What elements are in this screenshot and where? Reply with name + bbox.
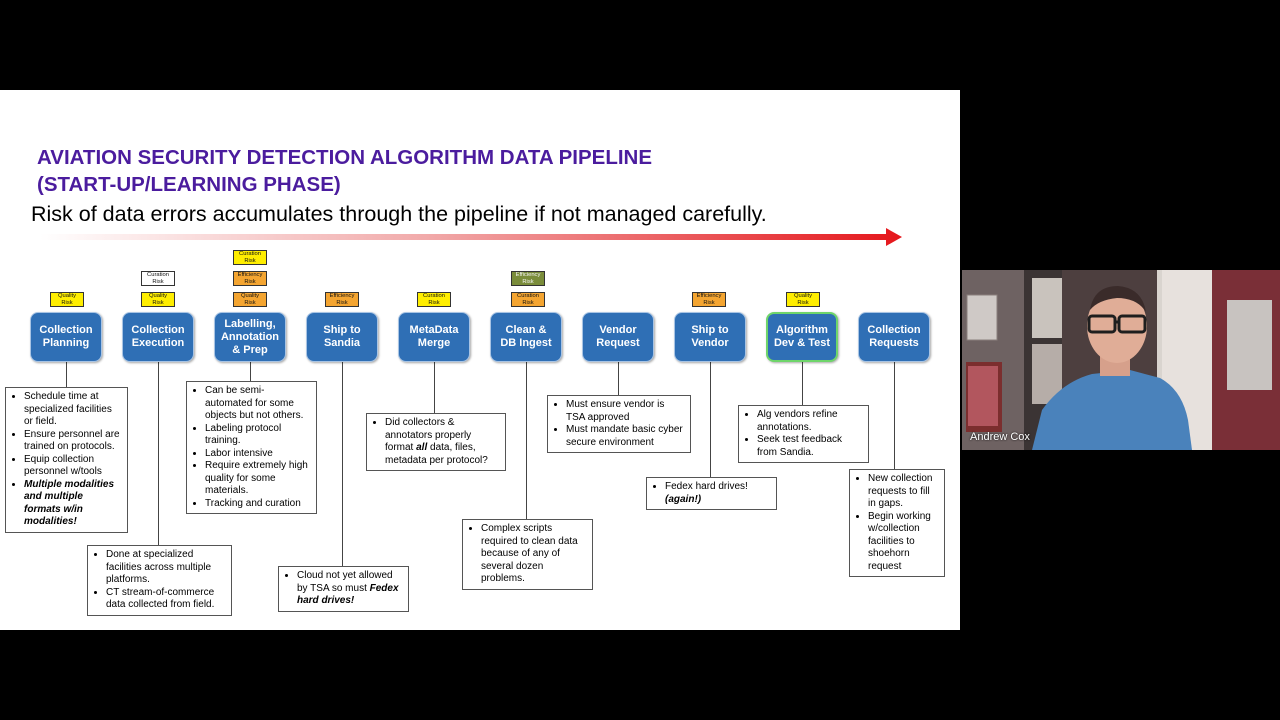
step-collection-planning: Collection Planning [30, 312, 102, 362]
connector-requests [894, 362, 895, 469]
note-ship-to-sandia: Cloud not yet allowed by TSA so must Fed… [278, 566, 409, 612]
step-metadata-merge: MetaData Merge [398, 312, 470, 362]
risk-tag-metadata-curation: Curation Risk [417, 292, 451, 307]
note-item: Labeling protocol training. [205, 423, 310, 448]
connector-ship-sandia [342, 362, 343, 566]
note-emphasis: Fedex hard drives! [297, 582, 399, 607]
step-vendor-request: Vendor Request [582, 312, 654, 362]
presentation-slide: AVIATION SECURITY DETECTION ALGORITHM DA… [0, 90, 960, 630]
participant-name-label: Andrew Cox [970, 431, 1030, 443]
note-item: Fedex hard drives!(again!) [665, 481, 770, 506]
connector-vendor-request [618, 362, 619, 395]
slide-title-line-2: (START-UP/LEARNING PHASE) [37, 173, 341, 196]
note-text: Cloud not yet allowed by TSA so must [297, 570, 393, 594]
risk-tag-ship-vendor-efficiency: Efficiency Risk [692, 292, 726, 307]
note-algorithm-dev-test: Alg vendors refine annotations. Seek tes… [738, 405, 869, 463]
note-metadata-merge: Did collectors & annotators properly for… [366, 413, 506, 471]
note-item: New collection requests to fill in gaps. [868, 473, 938, 511]
risk-tag-ship-sandia-efficiency: Efficiency Risk [325, 292, 359, 307]
note-item: Equip collection personnel w/tools [24, 454, 121, 479]
note-item: Ensure personnel are trained on protocol… [24, 429, 121, 454]
note-collection-planning: Schedule time at specialized facilities … [5, 387, 128, 533]
risk-gradient-arrow [40, 228, 902, 246]
note-text: Did collectors & annotators properly for… [385, 417, 472, 453]
webcam-video-feed [962, 270, 1280, 450]
note-text: Fedex hard drives! [665, 481, 748, 492]
step-ship-to-vendor: Ship to Vendor [674, 312, 746, 362]
slide-title-line-1: AVIATION SECURITY DETECTION ALGORITHM DA… [37, 146, 653, 169]
note-item: Can be semi-automated for some objects b… [205, 385, 310, 423]
note-item: Did collectors & annotators properly for… [385, 417, 499, 467]
risk-tag-labelling-curation: Curation Risk [233, 250, 267, 265]
note-item: Alg vendors refine annotations. [757, 409, 862, 434]
note-emphasis: (again!) [665, 493, 702, 505]
risk-tag-labelling-quality: Quality Risk [233, 292, 267, 307]
note-text: data, files, metadata per protocol? [385, 442, 488, 466]
connector-execution [158, 362, 159, 545]
connector-algorithm [802, 362, 803, 405]
risk-tag-execution-curation: Curation Risk [141, 271, 175, 286]
step-clean-db-ingest: Clean & DB Ingest [490, 312, 562, 362]
note-item: CT stream-of-commerce data collected fro… [106, 587, 225, 612]
note-item: Must ensure vendor is TSA approved [566, 399, 684, 424]
note-ship-to-vendor: Fedex hard drives!(again!) [646, 477, 777, 510]
note-item: Must mandate basic cyber secure environm… [566, 424, 684, 449]
risk-tag-execution-quality: Quality Risk [141, 292, 175, 307]
risk-tag-planning-quality: Quality Risk [50, 292, 84, 307]
webcam-video-tile[interactable]: Andrew Cox [962, 270, 1280, 450]
note-item: Done at specialized facilities across mu… [106, 549, 225, 587]
note-clean-db-ingest: Complex scripts required to clean data b… [462, 519, 593, 590]
note-labelling: Can be semi-automated for some objects b… [186, 381, 317, 514]
step-ship-to-sandia: Ship to Sandia [306, 312, 378, 362]
note-item: Begin working w/collection facilities to… [868, 511, 938, 574]
note-item: Schedule time at specialized facilities … [24, 391, 121, 429]
note-item: Cloud not yet allowed by TSA so must Fed… [297, 570, 402, 608]
risk-tag-clean-efficiency: Efficiency Risk [511, 271, 545, 286]
note-item: Multiple modalities and multiple formats… [24, 479, 121, 529]
risk-tag-clean-curation: Curation Risk [511, 292, 545, 307]
note-item: Complex scripts required to clean data b… [481, 523, 586, 586]
note-collection-requests: New collection requests to fill in gaps.… [849, 469, 945, 577]
note-item: Tracking and curation [205, 498, 310, 511]
connector-metadata [434, 362, 435, 413]
note-item: Require extremely high quality for some … [205, 460, 310, 498]
slide-title: AVIATION SECURITY DETECTION ALGORITHM DA… [37, 144, 652, 198]
connector-clean [526, 362, 527, 519]
risk-tag-labelling-efficiency: Efficiency Risk [233, 271, 267, 286]
connector-planning [66, 362, 67, 387]
note-collection-execution: Done at specialized facilities across mu… [87, 545, 232, 616]
risk-tag-algorithm-quality: Quality Risk [786, 292, 820, 307]
note-emphasis: all [416, 442, 428, 453]
note-vendor-request: Must ensure vendor is TSA approved Must … [547, 395, 691, 453]
slide-subtitle: Risk of data errors accumulates through … [31, 202, 767, 226]
connector-ship-vendor [710, 362, 711, 477]
step-collection-requests: Collection Requests [858, 312, 930, 362]
step-collection-execution: Collection Execution [122, 312, 194, 362]
connector-labelling [250, 362, 251, 381]
note-item: Labor intensive [205, 448, 310, 461]
note-item: Seek test feedback from Sandia. [757, 434, 862, 459]
step-labelling-annotation-prep: Labelling, Annotation & Prep [214, 312, 286, 362]
step-algorithm-dev-test: Algorithm Dev & Test [766, 312, 838, 362]
